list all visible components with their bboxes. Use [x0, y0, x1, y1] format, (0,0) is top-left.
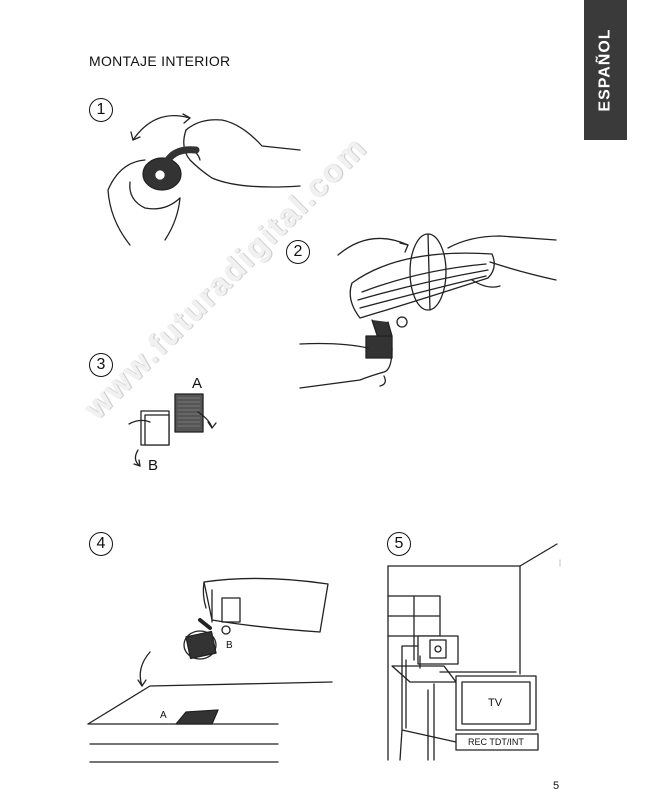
step-number-5: 5 [387, 532, 411, 556]
step-number-1: 1 [89, 98, 113, 122]
step3-illustration [129, 394, 216, 466]
step-number-2: 2 [286, 240, 310, 264]
step-number-4: 4 [89, 532, 113, 556]
receiver-label: REC TDT/INT [468, 737, 524, 747]
step3-label-b: B [148, 457, 158, 474]
step2-illustration [300, 234, 556, 388]
step5-illustration [388, 544, 557, 760]
step4-label-a: A [160, 710, 167, 721]
step4-illustration [88, 578, 332, 762]
page-number: 5 [553, 780, 559, 792]
tv-label: TV [488, 697, 502, 709]
step3-label-a: A [192, 375, 202, 392]
step4-label-b: B [226, 640, 233, 651]
